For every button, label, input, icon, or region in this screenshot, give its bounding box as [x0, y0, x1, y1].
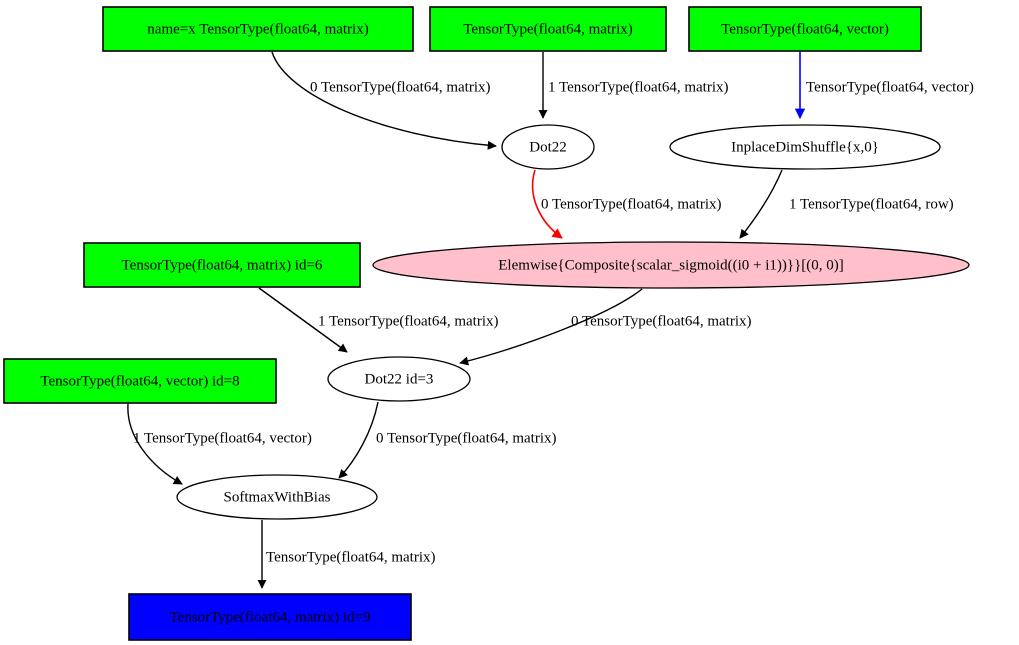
graph-node[interactable]: InplaceDimShuffle{x,0} [669, 124, 941, 170]
node-label: TensorType(float64, vector) [721, 21, 889, 37]
node-label: InplaceDimShuffle{x,0} [731, 139, 879, 155]
graph-node[interactable]: TensorType(float64, matrix) id=9 [128, 593, 412, 641]
node-label: TensorType(float64, vector) id=8 [40, 373, 239, 389]
node-shape-box[interactable] [688, 6, 922, 52]
node-shape-box[interactable] [83, 242, 361, 288]
graph-edge [127, 403, 183, 485]
graph-node[interactable]: SoftmaxWithBias [176, 474, 378, 520]
node-shape-ellipse[interactable] [327, 356, 471, 402]
graph-edge [338, 401, 379, 479]
node-shape-ellipse[interactable] [501, 124, 595, 170]
graph-edge [258, 287, 348, 353]
node-label: Elemwise{Composite{scalar_sigmoid((i0 + … [498, 257, 844, 273]
node-label: Dot22 id=3 [365, 371, 434, 387]
edge-label: 1 TensorType(float64, vector) [133, 430, 312, 446]
node-label: TensorType(float64, matrix) [463, 21, 633, 37]
node-label: Dot22 [529, 139, 567, 155]
nodes-layer: name=x TensorType(float64, matrix) Tensor… [3, 6, 970, 641]
edge-label: 1 TensorType(float64, matrix) [548, 79, 729, 95]
graph-node[interactable]: Dot22 [501, 124, 595, 170]
edges-layer [127, 51, 806, 589]
graph-node[interactable]: TensorType(float64, vector) [688, 6, 922, 52]
graph-node[interactable]: Elemwise{Composite{scalar_sigmoid((i0 + … [372, 241, 970, 289]
edge-label: 1 TensorType(float64, row) [789, 196, 954, 212]
node-shape-box[interactable] [128, 593, 412, 641]
node-shape-ellipse[interactable] [372, 241, 970, 289]
node-label: name=x TensorType(float64, matrix) [147, 21, 368, 37]
edge-label: TensorType(float64, vector) [806, 79, 974, 95]
edge-labels-layer: 0 TensorType(float64, matrix) 1 TensorTyp… [133, 79, 974, 565]
node-shape-box[interactable] [429, 6, 667, 52]
graph-node[interactable]: TensorType(float64, matrix) [429, 6, 667, 52]
graph-edge [271, 51, 497, 150]
node-shape-ellipse[interactable] [669, 124, 941, 170]
graph-node[interactable]: Dot22 id=3 [327, 356, 471, 402]
edge-label: 0 TensorType(float64, matrix) [310, 79, 491, 95]
edge-label: TensorType(float64, matrix) [266, 549, 436, 565]
node-shape-ellipse[interactable] [176, 474, 378, 520]
node-label: TensorType(float64, matrix) id=6 [122, 257, 323, 273]
graph-node[interactable]: TensorType(float64, matrix) id=6 [83, 242, 361, 288]
node-label: TensorType(float64, matrix) id=9 [170, 609, 371, 625]
graph-edge [459, 288, 643, 366]
edge-label: 0 TensorType(float64, matrix) [376, 430, 557, 446]
node-label: SoftmaxWithBias [224, 489, 331, 505]
edge-label: 0 TensorType(float64, matrix) [541, 196, 722, 212]
graph-edge [531, 169, 563, 239]
edge-label: 1 TensorType(float64, matrix) [318, 313, 499, 329]
node-shape-box[interactable] [102, 6, 414, 52]
edge-label: 0 TensorType(float64, matrix) [571, 313, 752, 329]
graph-node[interactable]: name=x TensorType(float64, matrix) [102, 6, 414, 52]
node-shape-box[interactable] [3, 358, 277, 404]
graph-edge [739, 169, 783, 239]
graph-node[interactable]: TensorType(float64, vector) id=8 [3, 358, 277, 404]
